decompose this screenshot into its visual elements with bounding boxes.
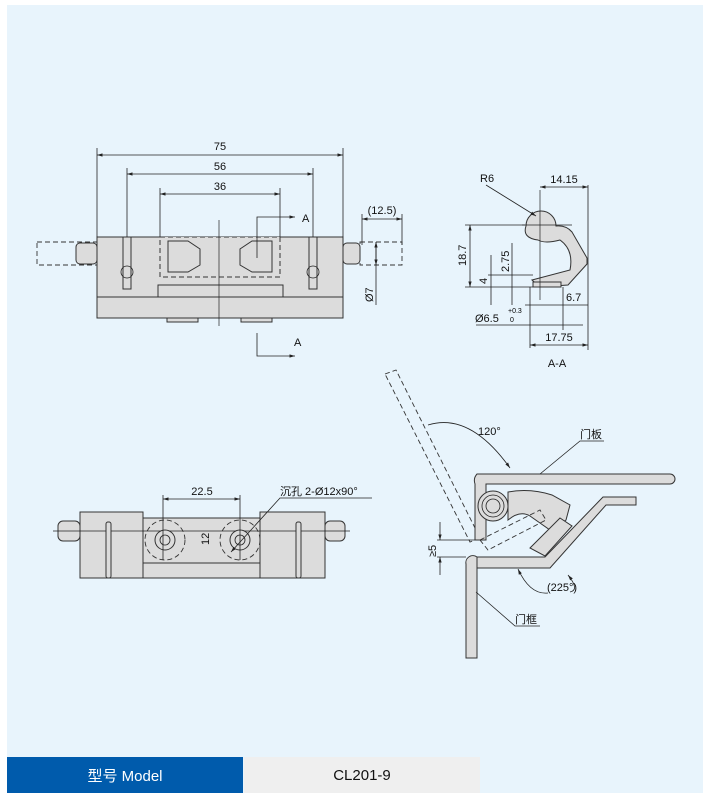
dim-offset: 2.75 xyxy=(500,251,512,272)
countersink-note: 沉孔 2-Ø12x90° xyxy=(280,485,358,498)
model-value-cell: CL201-9 xyxy=(244,757,480,793)
gap-label: ≥5 xyxy=(427,545,439,557)
fold-angle: (225°) xyxy=(547,582,577,594)
dim-pins: 56 xyxy=(214,161,226,173)
drawing-panel xyxy=(7,5,703,793)
tol-lower: 0 xyxy=(510,317,514,324)
model-label-cell: 型号 Model xyxy=(7,757,243,793)
bottom-view: 22.5 12 沉孔 2-Ø12x90° xyxy=(53,485,372,579)
radius-label: R6 xyxy=(480,173,494,185)
dim-pin-dia: Ø7 xyxy=(364,287,376,302)
dim-hole-height: 12 xyxy=(200,533,212,545)
door-label: 门板 xyxy=(580,427,602,441)
dim-width: 14.15 xyxy=(550,174,578,186)
dim-height: 18.7 xyxy=(457,245,469,266)
dim-total: 17.75 xyxy=(545,332,573,344)
frame-label: 门框 xyxy=(515,612,537,626)
open-angle: 120° xyxy=(478,426,501,438)
dim-overall: 75 xyxy=(214,141,226,153)
dim-thickness: 4 xyxy=(478,278,490,284)
dim-holes: 22.5 xyxy=(191,486,212,498)
dim-inner: 36 xyxy=(214,181,226,193)
section-view: 14.15 R6 18.7 4 2.75 6.7 Ø6.5 +0.3 0 17.… xyxy=(457,173,589,370)
section-mark-bottom: A xyxy=(294,337,302,349)
dim-hole: Ø6.5 xyxy=(475,313,499,325)
dim-pin-ext: (12.5) xyxy=(368,205,397,217)
section-mark-top: A xyxy=(302,213,310,225)
front-view: 75 56 36 A A (12.5) Ø7 xyxy=(36,141,403,358)
tol-upper: +0.3 xyxy=(508,308,522,315)
dim-slot: 6.7 xyxy=(566,292,581,304)
section-title: A-A xyxy=(548,358,567,370)
install-view: 120° 门板 (225°) 门框 ≥5 xyxy=(384,369,676,659)
